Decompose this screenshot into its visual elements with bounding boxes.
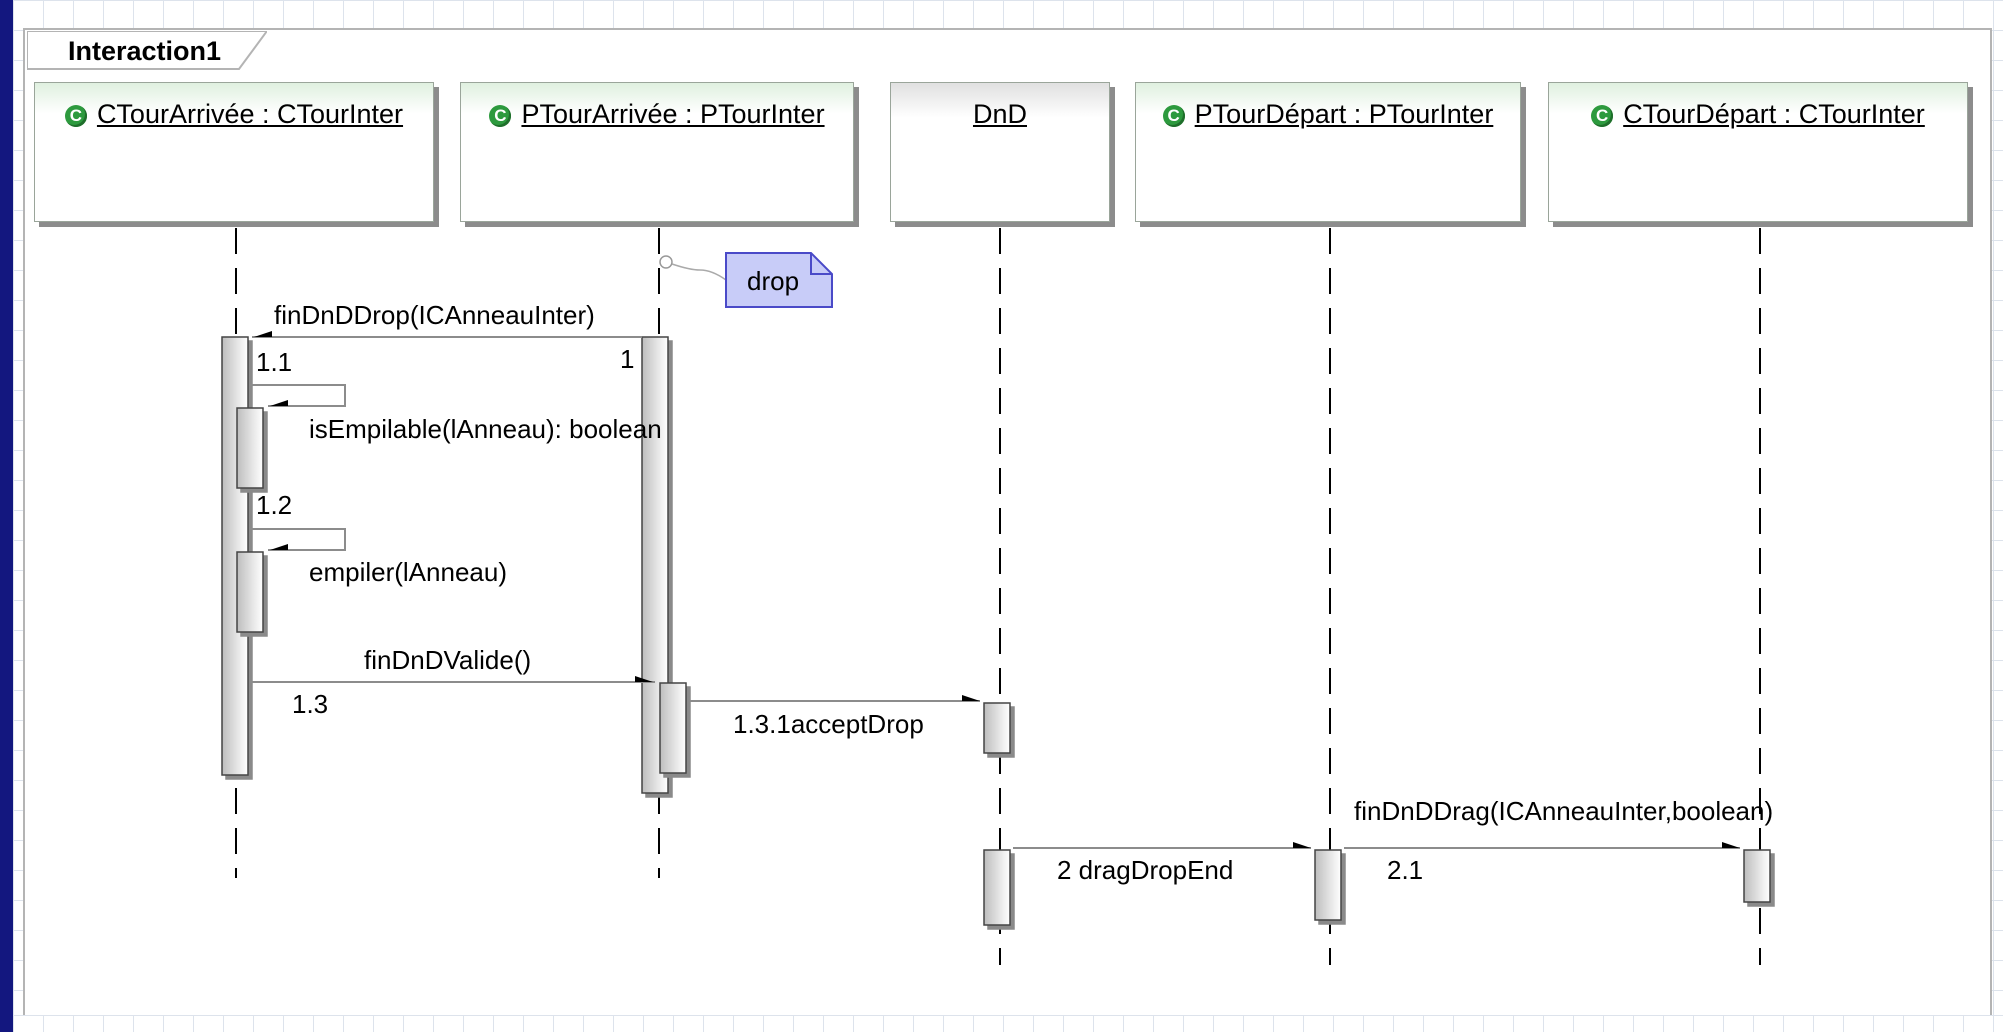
message-line-1-2: [250, 528, 346, 551]
arrowhead-1-3: [635, 676, 653, 682]
activation-ctour-arrivee-1-1: [236, 407, 264, 489]
note-anchor-circle: [659, 255, 673, 269]
message-label: finDnDDrop(ICAnneauInter): [274, 300, 595, 330]
lifeline-label: DnD: [972, 99, 1027, 129]
lifeline-label: PTourDépart : PTourInter: [1194, 99, 1494, 129]
lifeline-head-ptour-arrivee[interactable]: C PTourArrivée : PTourInter: [460, 82, 854, 222]
activation-ptour-depart-2: [1314, 849, 1342, 921]
arrowhead-1-2: [270, 544, 288, 550]
arrowhead-1-1: [270, 400, 288, 406]
lifeline-head-ctour-depart[interactable]: C CTourDépart : CTourInter: [1548, 82, 1968, 222]
note-drop[interactable]: [725, 252, 833, 308]
note-anchor-line: [671, 263, 727, 281]
activation-ctour-depart-2-1: [1743, 849, 1771, 903]
lifeline-label: CTourDépart : CTourInter: [1623, 99, 1925, 129]
message-number: 1.2: [256, 490, 293, 520]
class-icon: C: [64, 105, 87, 127]
interaction-frame-tab: [27, 31, 267, 70]
class-icon: C: [1162, 105, 1185, 127]
lifeline-label: PTourArrivée : PTourInter: [521, 99, 825, 129]
message-label: finDnDValide(): [364, 645, 532, 675]
message-number: 1: [620, 344, 635, 374]
grid-paper-bottom: [13, 1015, 2003, 1032]
activation-ctour-arrivee-1-2: [236, 551, 264, 633]
arrowhead-2-1: [1722, 842, 1740, 848]
message-number: 1.1: [256, 347, 293, 377]
arrowhead-1: [254, 331, 272, 337]
class-icon: C: [489, 105, 512, 127]
message-label: 1.3.1acceptDrop: [733, 709, 924, 739]
lifeline-head-ptour-depart[interactable]: C PTourDépart : PTourInter: [1135, 82, 1521, 222]
message-label: 2 dragDropEnd: [1057, 855, 1234, 885]
message-label: finDnDDrag(ICAnneauInter,boolean): [1354, 796, 1774, 826]
activation-ptour-arrivee-1-3: [659, 682, 687, 774]
message-number: 1.3: [292, 689, 329, 719]
note-text: drop: [747, 266, 800, 296]
message-label: isEmpilable(lAnneau): boolean: [309, 414, 662, 444]
message-label: empiler(lAnneau): [309, 557, 507, 587]
arrowhead-2: [1293, 842, 1311, 848]
lifeline-head-dnd[interactable]: DnD: [890, 82, 1110, 222]
class-icon: C: [1591, 105, 1614, 127]
message-number: 2.1: [1387, 855, 1424, 885]
activation-dnd-1-3-1: [983, 702, 1011, 754]
lifeline-label: CTourArrivée : CTourInter: [96, 99, 404, 129]
lifeline-head-ctour-arrivee[interactable]: C CTourArrivée : CTourInter: [34, 82, 434, 222]
interaction-title: Interaction1: [68, 36, 222, 66]
message-line-1-1: [250, 384, 346, 407]
arrowhead-1-3-1: [962, 695, 980, 701]
activation-dnd-2: [983, 849, 1011, 926]
